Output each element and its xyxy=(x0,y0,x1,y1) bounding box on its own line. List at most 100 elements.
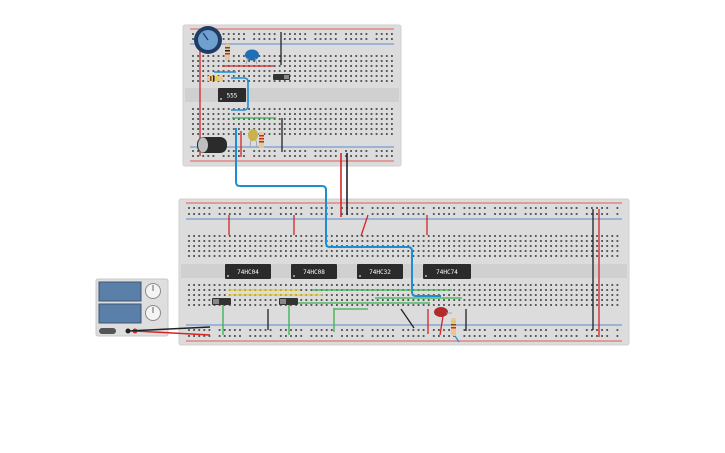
rail-hole[interactable] xyxy=(188,207,190,209)
breadboard-hole[interactable] xyxy=(283,113,286,115)
rail-hole[interactable] xyxy=(254,213,257,215)
breadboard-hole[interactable] xyxy=(534,289,537,291)
breadboard-hole[interactable] xyxy=(483,284,486,286)
breadboard-hole[interactable] xyxy=(350,113,352,115)
breadboard-hole[interactable] xyxy=(309,60,312,62)
breadboard-hole[interactable] xyxy=(198,284,201,286)
breadboard-hole[interactable] xyxy=(202,70,205,72)
breadboard-hole[interactable] xyxy=(346,284,348,286)
logic-chip-u4[interactable]: 74HC32 xyxy=(357,264,403,279)
breadboard-hole[interactable] xyxy=(489,235,491,237)
breadboard-hole[interactable] xyxy=(315,255,318,257)
breadboard-hole[interactable] xyxy=(453,240,456,242)
breadboard-hole[interactable] xyxy=(234,284,236,286)
rail-hole[interactable] xyxy=(218,207,221,209)
breadboard-hole[interactable] xyxy=(468,304,471,306)
breadboard-hole[interactable] xyxy=(319,80,322,82)
breadboard-hole[interactable] xyxy=(448,255,450,257)
breadboard-hole[interactable] xyxy=(222,113,225,115)
breadboard-hole[interactable] xyxy=(585,255,588,257)
breadboard-hole[interactable] xyxy=(361,255,364,257)
breadboard-hole[interactable] xyxy=(385,60,388,62)
breadboard-hole[interactable] xyxy=(198,299,201,301)
breadboard-hole[interactable] xyxy=(320,235,323,237)
rail-hole[interactable] xyxy=(545,329,547,331)
rail-hole[interactable] xyxy=(371,335,374,337)
breadboard-hole[interactable] xyxy=(519,250,522,252)
breadboard-hole[interactable] xyxy=(273,128,276,130)
breadboard-hole[interactable] xyxy=(375,75,378,77)
breadboard-hole[interactable] xyxy=(269,245,272,247)
rail-hole[interactable] xyxy=(387,335,389,337)
breadboard-hole[interactable] xyxy=(514,284,517,286)
breadboard-hole[interactable] xyxy=(606,250,609,252)
breadboard-hole[interactable] xyxy=(212,108,215,110)
breadboard-hole[interactable] xyxy=(243,75,245,77)
breadboard-hole[interactable] xyxy=(387,304,389,306)
rail-hole[interactable] xyxy=(223,207,226,209)
breadboard-hole[interactable] xyxy=(427,245,430,247)
rail-hole[interactable] xyxy=(468,213,471,215)
breadboard-hole[interactable] xyxy=(545,304,547,306)
breadboard-hole[interactable] xyxy=(239,284,241,286)
breadboard-hole[interactable] xyxy=(202,60,205,62)
breadboard-hole[interactable] xyxy=(519,304,522,306)
breadboard-hole[interactable] xyxy=(289,55,291,57)
breadboard-hole[interactable] xyxy=(524,299,527,301)
rail-hole[interactable] xyxy=(310,213,313,215)
breadboard-hole[interactable] xyxy=(504,294,507,296)
breadboard-hole[interactable] xyxy=(468,250,471,252)
breadboard-hole[interactable] xyxy=(258,60,261,62)
breadboard-hole[interactable] xyxy=(534,284,537,286)
breadboard-hole[interactable] xyxy=(438,240,440,242)
breadboard-hole[interactable] xyxy=(565,299,568,301)
breadboard-hole[interactable] xyxy=(375,80,378,82)
breadboard-hole[interactable] xyxy=(268,133,271,135)
rail-hole[interactable] xyxy=(273,150,276,152)
breadboard-hole[interactable] xyxy=(234,245,236,247)
breadboard-hole[interactable] xyxy=(438,284,440,286)
rail-hole[interactable] xyxy=(228,335,231,337)
breadboard-hole[interactable] xyxy=(329,75,332,77)
breadboard-hole[interactable] xyxy=(319,113,322,115)
breadboard-hole[interactable] xyxy=(208,304,211,306)
breadboard-hole[interactable] xyxy=(305,255,308,257)
breadboard-hole[interactable] xyxy=(203,245,206,247)
breadboard-hole[interactable] xyxy=(360,60,363,62)
breadboard-hole[interactable] xyxy=(350,60,352,62)
breadboard-hole[interactable] xyxy=(213,289,216,291)
rail-hole[interactable] xyxy=(387,213,389,215)
breadboard-hole[interactable] xyxy=(350,123,352,125)
breadboard-hole[interactable] xyxy=(391,123,393,125)
breadboard-hole[interactable] xyxy=(580,294,583,296)
breadboard-hole[interactable] xyxy=(453,250,456,252)
breadboard-hole[interactable] xyxy=(299,80,301,82)
breadboard-hole[interactable] xyxy=(478,250,481,252)
breadboard-hole[interactable] xyxy=(232,133,235,135)
breadboard-hole[interactable] xyxy=(585,299,588,301)
breadboard-hole[interactable] xyxy=(422,250,425,252)
breadboard-hole[interactable] xyxy=(468,255,471,257)
breadboard-hole[interactable] xyxy=(432,299,435,301)
rail-hole[interactable] xyxy=(494,335,496,337)
breadboard-hole[interactable] xyxy=(234,235,236,237)
rail-hole[interactable] xyxy=(509,213,512,215)
rail-hole[interactable] xyxy=(263,150,266,152)
breadboard-hole[interactable] xyxy=(299,55,301,57)
resistor-icon[interactable] xyxy=(207,76,223,81)
rail-hole[interactable] xyxy=(259,213,262,215)
breadboard-hole[interactable] xyxy=(443,235,445,237)
breadboard-hole[interactable] xyxy=(366,255,369,257)
rail-hole[interactable] xyxy=(391,155,393,157)
rail-hole[interactable] xyxy=(596,207,598,209)
breadboard-hole[interactable] xyxy=(366,284,369,286)
breadboard-hole[interactable] xyxy=(232,55,235,57)
breadboard-hole[interactable] xyxy=(514,240,517,242)
rail-hole[interactable] xyxy=(417,329,420,331)
breadboard-hole[interactable] xyxy=(341,284,343,286)
breadboard-hole[interactable] xyxy=(355,108,358,110)
breadboard-hole[interactable] xyxy=(494,240,496,242)
breadboard-hole[interactable] xyxy=(197,128,199,130)
breadboard-hole[interactable] xyxy=(192,133,194,135)
rail-hole[interactable] xyxy=(198,207,201,209)
